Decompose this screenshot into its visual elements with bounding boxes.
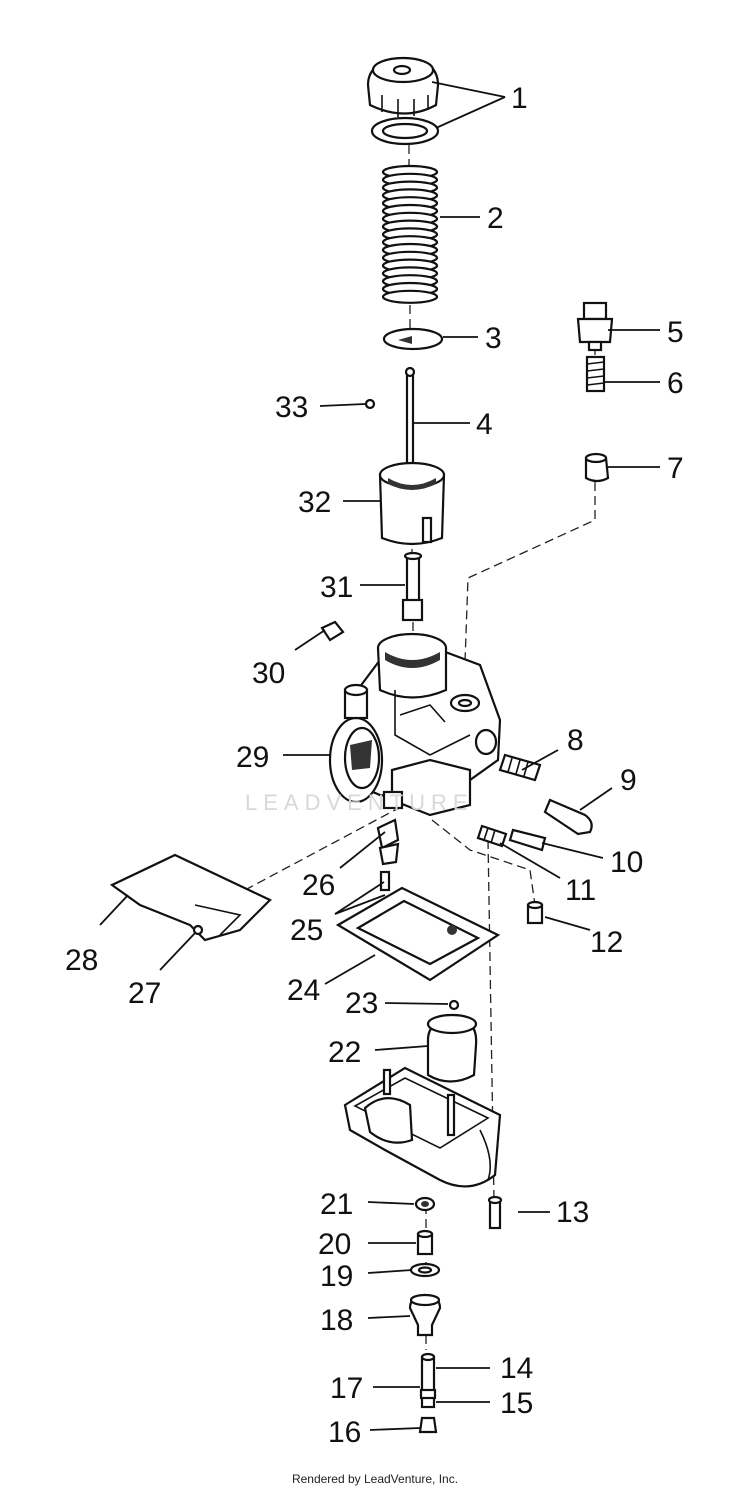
- part-13-screw: [487, 1195, 503, 1230]
- callout-29: 29: [236, 741, 269, 774]
- callout-25: 25: [290, 914, 323, 947]
- callout-15: 15: [500, 1387, 533, 1420]
- part-31-needle-jet: [401, 551, 424, 622]
- watermark: LEADVENTURE: [245, 790, 474, 815]
- callout-11: 11: [565, 874, 596, 907]
- callout-21: 21: [320, 1188, 353, 1221]
- callout-20: 20: [318, 1228, 351, 1261]
- part-7-plunger: [584, 452, 610, 483]
- footer-credit: Rendered by LeadVenture, Inc.: [291, 1472, 459, 1486]
- part-6-spring: [585, 355, 606, 393]
- callout-27: 27: [128, 977, 161, 1010]
- part-22-float: [426, 1013, 478, 1083]
- part-20-jet: [416, 1229, 434, 1256]
- carburetor-body: [328, 632, 502, 817]
- part-8-spring: [498, 753, 542, 782]
- part-30-cap: [320, 620, 345, 642]
- part-9-screw: [543, 798, 593, 836]
- part-3-spring-seat: [382, 327, 444, 351]
- callout-2: 2: [487, 202, 504, 235]
- callout-9: 9: [620, 764, 637, 797]
- part-1-cap: [366, 56, 440, 117]
- part-25-pin: [379, 870, 391, 892]
- callout-5: 5: [667, 316, 684, 349]
- callout-32: 32: [298, 486, 331, 519]
- callout-6: 6: [667, 367, 684, 400]
- callout-14: 14: [500, 1352, 533, 1385]
- part-24-gasket: [335, 886, 501, 982]
- callout-23: 23: [345, 987, 378, 1020]
- part-10-pilot-screw: [508, 828, 547, 852]
- part-28-bracket: [109, 853, 272, 942]
- part-16-plug: [418, 1416, 438, 1434]
- part-18-plug: [408, 1293, 442, 1337]
- callout-12: 12: [590, 926, 623, 959]
- float-bowl: [343, 1066, 502, 1188]
- callout-24: 24: [287, 974, 320, 1007]
- callout-33: 33: [275, 391, 308, 424]
- callout-22: 22: [328, 1036, 361, 1069]
- spring-coil: [381, 289, 439, 304]
- callout-31: 31: [320, 571, 353, 604]
- part-26-needle-valve: [376, 818, 400, 866]
- callout-30: 30: [252, 657, 285, 690]
- part-23-ball: [448, 999, 460, 1011]
- callout-1: 1: [511, 82, 528, 115]
- part-2-spring: [381, 164, 439, 304]
- part-19-washer: [409, 1262, 441, 1278]
- part-5-fitting: [576, 301, 614, 352]
- part-17-tube: [419, 1352, 437, 1409]
- callout-7: 7: [667, 452, 684, 485]
- callout-16: 16: [328, 1416, 361, 1449]
- part-11-spring: [476, 824, 508, 848]
- part-32-throttle-slide: [378, 461, 446, 546]
- callout-8: 8: [567, 724, 584, 757]
- leader-lines: [99, 81, 660, 1431]
- callout-13: 13: [556, 1196, 589, 1229]
- callout-labels: 1234567891011121314151617181920212223242…: [65, 82, 684, 1449]
- part-4-jet-needle: [404, 366, 416, 474]
- callout-19: 19: [320, 1260, 353, 1293]
- callout-4: 4: [476, 408, 493, 441]
- part-21-washer: [414, 1196, 436, 1212]
- callout-10: 10: [610, 846, 643, 879]
- callout-17: 17: [330, 1372, 363, 1405]
- callout-28: 28: [65, 944, 98, 977]
- part-33-clip: [364, 398, 376, 410]
- callout-26: 26: [302, 869, 335, 902]
- part-1-washer: [370, 116, 440, 146]
- callout-3: 3: [485, 322, 502, 355]
- callout-18: 18: [320, 1304, 353, 1337]
- part-12-plug: [526, 900, 544, 925]
